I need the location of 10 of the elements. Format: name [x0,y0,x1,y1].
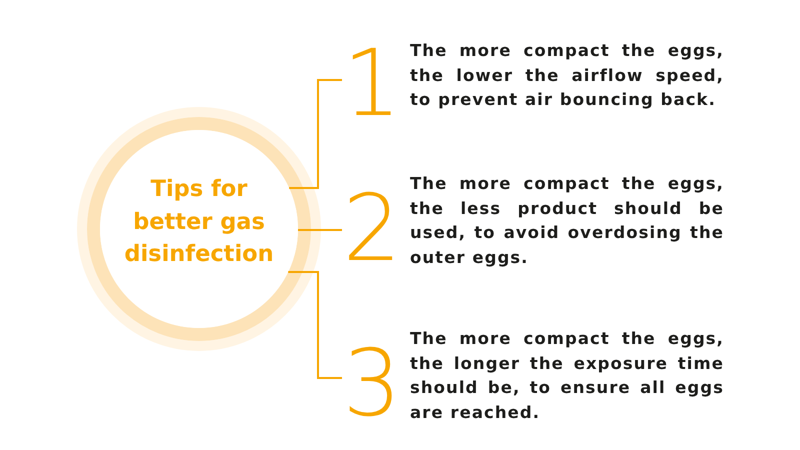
circle-title: Tips for better gas disinfection [123,175,275,270]
step-number: 3 [342,347,402,421]
tip-text: The more compact the eggs, the less product should be used, to avoid overdosing the outer eggs. [410,173,724,269]
connector-line [288,271,342,379]
tip-text: The more compact the eggs, the longer the exposure time should be, to ensure all eggs are reached. [410,328,724,424]
step-number: 2 [342,192,402,266]
tip-text: The more compact the eggs, the lower the airflow speed, to prevent air bouncing back. [410,40,724,112]
step-number: 1 [342,47,402,121]
connector-line [289,79,342,189]
connector-line [298,229,342,231]
